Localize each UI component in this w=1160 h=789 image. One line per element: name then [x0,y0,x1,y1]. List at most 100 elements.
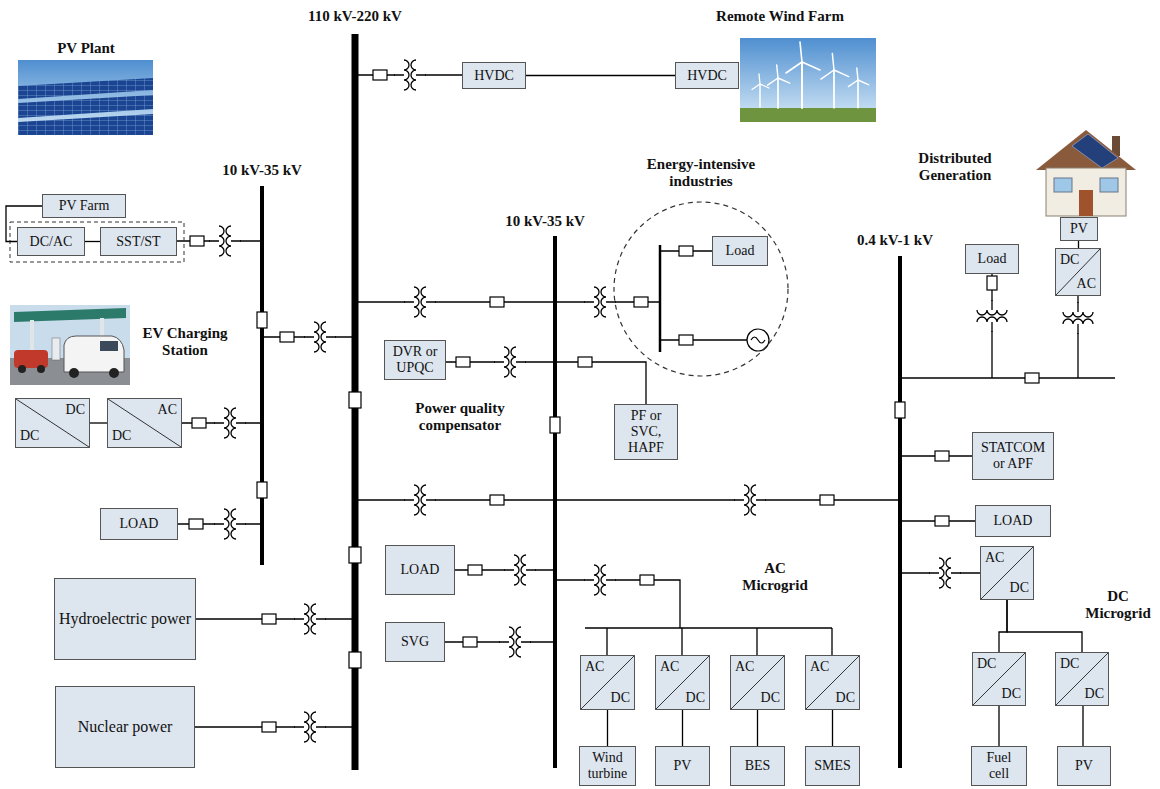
transformer-symbol [214,406,246,440]
diagram-label: Remote Wind Farm [695,8,865,25]
ev-station-picture [14,308,126,322]
wire [900,377,1115,378]
wind-farm-picture [821,54,849,108]
component-box: Load [712,236,768,266]
box-text: SVG [401,634,429,650]
transformer-symbol [975,300,1009,332]
box-text: LOAD [401,562,440,578]
box-text: Load [726,243,755,259]
breaker-symbol [640,575,654,585]
component-box: SMES [805,746,860,786]
pv-plant-picture [18,78,153,99]
transformer-symbol [394,58,426,92]
box-text: PV [674,758,692,774]
wire [177,75,1115,727]
box-text: AC [810,660,829,674]
box-text: DC [20,429,39,443]
breaker-symbol [349,652,361,668]
breaker-symbol [468,565,482,575]
breaker-symbol [820,495,834,505]
box-text: DC [836,691,855,705]
breaker-symbol [634,297,648,307]
breaker-symbol [262,614,276,624]
box-text: DC [112,429,131,443]
transformer-symbol [499,625,531,659]
breaker-symbol [373,70,387,80]
box-text: DC [977,657,996,671]
box-text: DC [611,691,630,705]
wind-farm-picture [768,65,790,108]
component-box: Fuel cell [971,746,1027,786]
component-box: HVDC [675,62,739,89]
box-text: AC [158,403,177,417]
ev-station-picture [10,305,130,385]
breaker-symbol [490,297,504,307]
ev-station-picture [14,350,48,368]
house-picture [1100,178,1118,192]
breaker-symbol [987,276,997,290]
wind-farm-picture [752,74,769,90]
converter-box: DCAC [1055,248,1101,296]
component-box: LOAD [100,508,178,540]
converter-box: AC DC [805,655,860,710]
breaker-symbol [935,451,949,461]
wind-farm-picture [752,74,769,107]
component-box: SVG [385,622,445,662]
wind-farm-picture [786,42,820,73]
bus-bar [262,34,900,770]
connector-line [526,75,675,76]
breaker-symbol [257,312,267,328]
wind-farm-picture [786,42,820,108]
wind-farm-picture [833,70,835,108]
house-picture [1079,190,1093,216]
converter-diagonal [731,656,784,709]
wind-farm-picture [821,54,849,79]
ev-station-picture [109,368,119,378]
box-text: DVR or UPQC [389,344,441,375]
wind-farm-picture [740,108,876,122]
component-box: LOAD [975,505,1051,537]
box-text: Fuel cell [976,750,1022,781]
converter-box: ACDC [980,546,1034,600]
box-text: DC [761,691,780,705]
wind-farm-picture [848,68,868,108]
diagram-label: 0.4 kV-1 kV [840,232,950,249]
box-text: LOAD [120,516,159,532]
wire [607,628,832,655]
connector-line [757,710,758,746]
box-text: AC [1077,277,1096,291]
house-picture [1054,178,1072,192]
house-picture [1036,130,1136,216]
converter-box: DCDC [972,652,1026,706]
component-box: PF or SVC, HAPF [614,404,678,460]
box-text: Nuclear power [78,718,173,736]
breaker-symbol [349,392,361,408]
transformer-symbol [294,710,326,744]
component-box: BES [730,746,785,786]
box-text: HVDC [687,68,727,84]
ev-station-picture [52,338,60,360]
breaker-symbol [679,335,693,345]
connector-line [1007,600,1082,652]
box-text: AC [585,660,604,674]
transformer-symbol [734,483,766,517]
converter-box: ACDC [655,655,710,710]
breaker-symbol [190,236,204,246]
bus-bar [553,236,557,768]
transformer-symbol [214,507,246,541]
converter-diagonal [1056,249,1100,295]
diagram-label: 10 kV-35 kV [490,213,600,230]
ev-station-picture [64,336,124,372]
box-text: DC [686,691,705,705]
box-text: SMES [814,758,851,774]
wind-farm-picture [777,78,779,108]
breaker-symbol [349,547,361,563]
converter-box: AC DC [580,655,635,710]
diagram-label: EV Charging Station [135,325,235,360]
component-box: PV [655,746,710,786]
diagram-label: DC Microgrid [1078,588,1158,623]
zone-heading: Energy-intensive industries [636,156,766,191]
diagram-label: 10 kV-35 kV [207,162,317,179]
transformer-symbol [304,320,336,354]
